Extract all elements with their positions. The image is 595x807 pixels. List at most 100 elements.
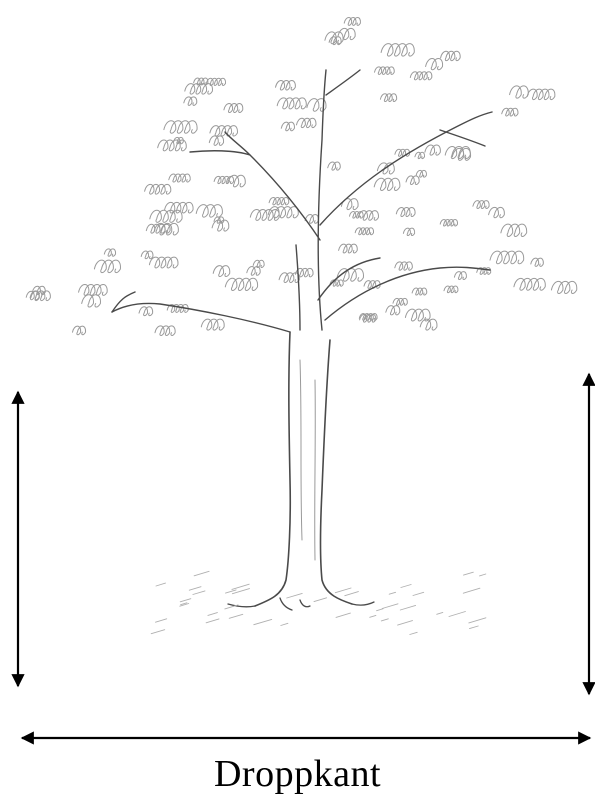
foliage-scribble	[410, 72, 432, 80]
ground-stroke	[401, 585, 411, 588]
ground-stroke	[382, 604, 398, 609]
foliage-scribble	[415, 152, 425, 158]
ground-stroke	[208, 613, 218, 616]
foliage-scribble	[406, 176, 419, 185]
foliage-scribble	[381, 44, 414, 56]
foliage-scribble	[94, 260, 120, 272]
foliage-scribble	[281, 122, 294, 131]
foliage-scribble	[158, 140, 187, 151]
foliage-scribble	[169, 174, 190, 182]
foliage-scribble	[269, 197, 289, 204]
foliage-scribble	[141, 251, 153, 259]
ground-stroke	[335, 588, 351, 593]
ground-stroke	[370, 615, 376, 617]
foliage-scribble	[527, 89, 555, 99]
ground-stroke	[156, 583, 166, 586]
ground-stroke	[437, 612, 443, 614]
foliage-scribble	[228, 175, 246, 187]
ground-stroke	[287, 593, 303, 598]
foliage-scribble	[531, 258, 544, 266]
foliage-scribble	[551, 281, 576, 293]
ground-stroke	[229, 614, 243, 618]
ground-stroke	[336, 613, 350, 617]
foliage-scribble	[225, 278, 257, 290]
ground-stroke	[470, 626, 479, 629]
foliage-scribble	[364, 281, 380, 289]
foliage-scribble	[196, 205, 222, 218]
ground-stroke	[151, 630, 165, 634]
ground-stroke	[232, 589, 249, 594]
ground-stroke	[156, 619, 167, 622]
foliage-scribble	[426, 59, 443, 70]
ground-stroke	[345, 592, 359, 596]
foliage-scribble	[501, 224, 527, 236]
foliage-scribble	[210, 126, 238, 136]
ground-stroke	[463, 588, 480, 593]
foliage-scribble	[145, 184, 171, 194]
foliage-scribble	[185, 84, 213, 94]
foliage-scribble	[344, 18, 360, 26]
ground-stroke	[413, 592, 424, 595]
foliage-scribble	[297, 118, 316, 127]
foliage-scribble	[276, 81, 296, 90]
ground-stroke	[449, 612, 465, 617]
foliage-scribble	[150, 210, 182, 222]
foliage-scribble	[490, 251, 524, 264]
ground-stroke	[254, 619, 272, 624]
foliage-scribble	[380, 94, 396, 102]
tree-branches	[112, 70, 492, 332]
foliage-scribble	[104, 249, 115, 256]
foliage-scribble	[213, 266, 230, 277]
ground-stroke	[189, 587, 201, 591]
foliage-scribble	[386, 306, 400, 315]
foliage-scribble	[396, 208, 415, 217]
foliage-scribble	[73, 326, 86, 335]
foliage-scribble	[339, 244, 358, 253]
foliage-scribble	[184, 97, 197, 106]
tree-roots	[228, 598, 374, 610]
foliage-scribble	[403, 228, 414, 235]
ground-stroke	[398, 621, 413, 626]
foliage-scribble	[444, 286, 458, 293]
foliage-scribble	[350, 212, 364, 219]
foliage-scribble	[146, 224, 170, 233]
foliage-scribble	[155, 326, 175, 336]
foliage-scribble	[510, 86, 529, 98]
foliage-scribble	[454, 272, 466, 280]
ground-stroke	[469, 618, 486, 623]
foliage-scribble	[277, 98, 306, 109]
foliage-scribble	[514, 278, 545, 290]
ground-stroke	[281, 623, 288, 625]
foliage-scribble	[139, 307, 153, 316]
foliage-scribble	[374, 178, 400, 190]
foliage-scribble	[214, 176, 234, 183]
ground-stroke	[194, 571, 209, 576]
tree-foliage	[26, 18, 577, 336]
foliage-scribble	[393, 298, 407, 305]
foliage-scribble	[149, 257, 178, 268]
foliage-scribble	[395, 262, 413, 270]
foliage-scribble	[375, 67, 395, 74]
ground-stroke	[377, 609, 384, 611]
foliage-scribble	[440, 219, 457, 226]
drip-line-caption: Droppkant	[0, 752, 595, 796]
tree-illustration	[26, 18, 577, 635]
ground-stroke	[232, 584, 249, 589]
foliage-scribble	[502, 108, 518, 116]
ground-stroke	[381, 619, 388, 621]
foliage-scribble	[209, 136, 223, 145]
ground-stroke	[389, 592, 395, 594]
foliage-scribble	[425, 145, 440, 155]
foliage-scribble	[473, 201, 489, 209]
foliage-scribble	[441, 51, 461, 60]
foliage-scribble	[201, 319, 224, 330]
ground-hatching	[151, 571, 486, 634]
foliage-scribble	[164, 121, 197, 133]
ground-stroke	[180, 599, 191, 602]
foliage-scribble	[253, 260, 264, 267]
foliage-scribble	[489, 207, 505, 217]
foliage-scribble	[395, 149, 410, 156]
ground-stroke	[464, 572, 474, 575]
ground-stroke	[480, 574, 486, 576]
